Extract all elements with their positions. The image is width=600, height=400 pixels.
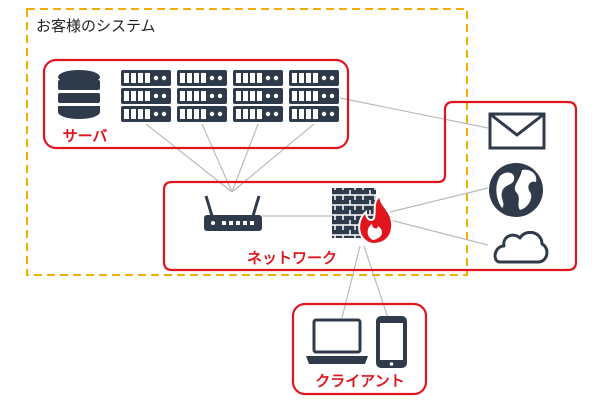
cloud-icon <box>493 230 549 264</box>
connection-lines <box>145 97 489 319</box>
mail-icon <box>488 112 546 150</box>
router-icon <box>204 195 262 231</box>
smartphone-icon <box>376 316 407 368</box>
firewall-icon <box>332 188 394 246</box>
clients-label: クライアント <box>315 372 404 390</box>
server-rack-icon <box>121 70 171 122</box>
laptop-icon <box>306 318 368 364</box>
customer-system-boundary: お客様のシステム <box>26 8 468 276</box>
servers-label: サーバ <box>63 127 108 145</box>
server-rack-icon <box>177 70 227 122</box>
server-group: サーバ <box>42 58 350 150</box>
network-group: ネットワーク <box>162 100 578 272</box>
server-rack-icon <box>289 70 339 122</box>
client-group: クライアント <box>291 302 428 396</box>
server-rack-icon <box>233 70 283 122</box>
database-icon <box>58 70 100 119</box>
globe-icon <box>489 163 543 217</box>
network-label: ネットワーク <box>247 249 337 267</box>
customer-system-label: お客様のシステム <box>36 17 156 35</box>
